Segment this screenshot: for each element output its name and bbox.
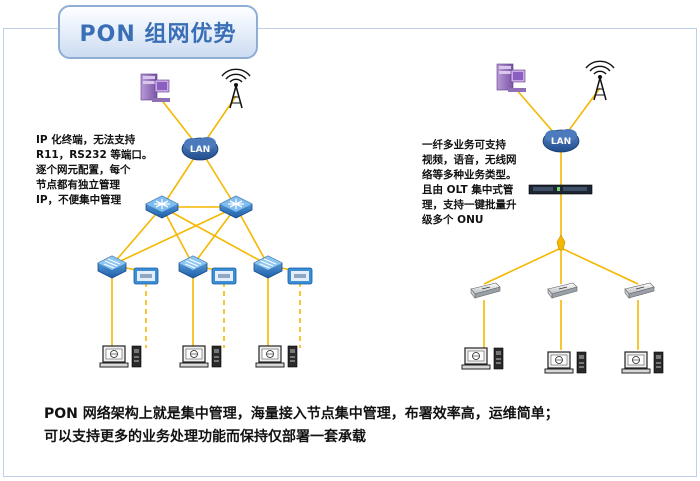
title-tab: PON 组网优势 bbox=[58, 5, 258, 59]
pc-phone-terminal-icon bbox=[461, 347, 504, 370]
access-switch-icon bbox=[97, 255, 127, 279]
pc-phone-terminal-icon bbox=[544, 351, 587, 374]
lan-cloud-right: LAN bbox=[542, 128, 580, 153]
onu-icon bbox=[470, 282, 501, 299]
voice-gateway-icon bbox=[133, 267, 159, 285]
voice-gateway-icon bbox=[287, 267, 313, 285]
note-line: 络等多种业务类型。 bbox=[422, 169, 517, 181]
content-frame bbox=[3, 28, 697, 477]
note-line: IP，不便集中管理 bbox=[36, 194, 122, 206]
pc-phone-terminal-icon bbox=[179, 345, 222, 368]
server-icon bbox=[496, 63, 527, 93]
left-network-note: IP 化终端，无法支持 R11，RS232 等端口。 逐个网元配置，每个 节点都… bbox=[36, 133, 152, 208]
conclusion-line: 可以支持更多的业务处理功能而保持仅部署一套承载 bbox=[44, 429, 366, 445]
splitter-icon bbox=[556, 234, 566, 251]
voice-gateway-icon bbox=[211, 267, 237, 285]
conclusion-text: PON 网络架构上就是集中管理，海量接入节点集中管理，布署效率高，运维简单； 可… bbox=[44, 403, 559, 449]
left-phone-links bbox=[145, 282, 301, 348]
note-line: 逐个网元配置，每个 bbox=[36, 164, 131, 176]
conclusion-line: PON 网络架构上就是集中管理，海量接入节点集中管理，布署效率高，运维简单； bbox=[44, 406, 559, 422]
lan-label-right: LAN bbox=[551, 137, 571, 147]
lan-cloud-left: LAN bbox=[181, 136, 219, 161]
onu-icon bbox=[547, 282, 578, 299]
pc-phone-terminal-icon bbox=[621, 351, 664, 374]
note-line: 且由 OLT 集中式管 bbox=[422, 184, 514, 196]
lan-label-left: LAN bbox=[190, 145, 210, 155]
wireless-antenna-icon bbox=[221, 68, 251, 109]
note-line: IP 化终端，无法支持 bbox=[36, 134, 136, 146]
note-line: 视频，语音，无线网 bbox=[422, 154, 517, 166]
note-line: 级多个 ONU bbox=[422, 214, 484, 226]
right-network-note: 一纤多业务可支持 视频，语音，无线网 络等多种业务类型。 且由 OLT 集中式管… bbox=[422, 138, 517, 228]
server-icon bbox=[140, 73, 171, 103]
access-switch-icon bbox=[178, 255, 208, 279]
page-title: PON 组网优势 bbox=[79, 22, 237, 47]
core-switch-icon bbox=[219, 195, 253, 219]
note-line: 理，支持一键批量升 bbox=[422, 199, 517, 211]
onu-icon bbox=[624, 282, 655, 299]
note-line: 节点都有独立管理 bbox=[36, 179, 120, 191]
note-line: R11，RS232 等端口。 bbox=[36, 149, 153, 161]
note-line: 一纤多业务可支持 bbox=[422, 139, 506, 151]
pc-phone-terminal-icon bbox=[255, 345, 298, 368]
pc-phone-terminal-icon bbox=[99, 345, 142, 368]
olt-device-icon bbox=[528, 184, 593, 195]
wireless-antenna-icon bbox=[585, 60, 615, 101]
